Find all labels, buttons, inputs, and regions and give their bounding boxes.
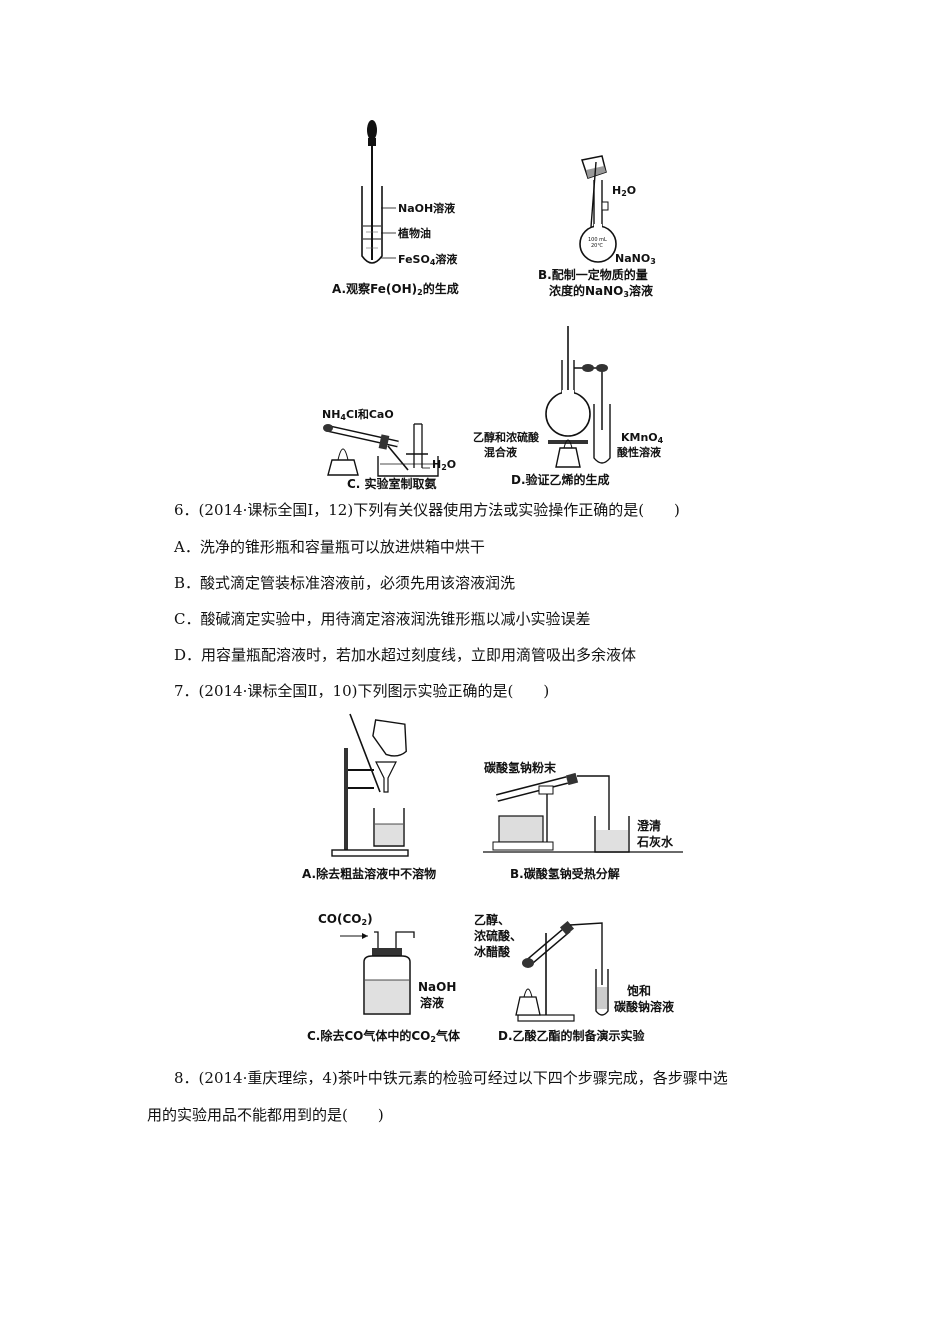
figure-d-ethylene xyxy=(540,322,640,472)
caption-figure7-a: A.除去粗盐溶液中不溶物 xyxy=(302,867,437,881)
question-6-stem: 6．(2014·课标全国Ⅰ，12)下列有关仪器使用方法或实验操作正确的是( ) xyxy=(174,501,680,519)
caption-figure-a: A.观察Fe(OH)2的生成 xyxy=(332,282,459,297)
label-water-c: H2O xyxy=(432,458,457,472)
label-vegetable-oil: 植物油 xyxy=(398,227,431,240)
label-co-co2: CO(CO2) xyxy=(318,912,373,928)
figure7-a-filtration xyxy=(330,712,430,862)
bicarbonate-heating-diagram xyxy=(483,772,683,853)
flask-marking-1: 100 mL xyxy=(588,237,607,243)
label-sodium-carbonate-solution: 碳酸钠溶液 xyxy=(614,1000,675,1014)
label-naoh-solution: NaOH溶液 xyxy=(398,202,456,215)
question-8-line1: 8．(2014·重庆理综，4)茶叶中铁元素的检验可经过以下四个步骤完成，各步骤中… xyxy=(174,1069,728,1087)
ethylene-apparatus-diagram xyxy=(545,326,611,468)
label-saturated: 饱和 xyxy=(627,984,652,998)
label-reagent-sulfuric-acid: 浓硫酸、 xyxy=(474,929,523,943)
caption-figure-c: C. 实验室制取氨 xyxy=(347,477,437,491)
question-7-stem: 7．(2014·课标全国Ⅱ，10)下列图示实验正确的是( ) xyxy=(174,682,550,700)
flask-marking-2: 20℃ xyxy=(591,243,603,249)
caption-figure-b-line1: B.配制一定物质的量 xyxy=(538,268,648,282)
label-water-b: H2O xyxy=(612,184,637,198)
label-naoh-1: NaOH xyxy=(418,980,457,994)
filtration-diagram xyxy=(331,713,409,857)
label-ethanol-sulfuric-mix-1: 乙醇和浓硫酸 xyxy=(473,431,539,444)
label-kmno4-acidic: 酸性溶液 xyxy=(617,446,661,459)
label-kmno4: KMnO4 xyxy=(621,431,664,445)
gas-washing-bottle-diagram xyxy=(340,931,415,1015)
label-bicarbonate-powder: 碳酸氢钠粉末 xyxy=(484,761,557,775)
ammonia-apparatus-diagram xyxy=(323,423,439,477)
question-6-option-d: D．用容量瓶配溶液时，若加水超过刻度线，立即用滴管吸出多余液体 xyxy=(174,646,637,664)
label-reagent-acetic-acid: 冰醋酸 xyxy=(474,945,511,959)
label-limewater-1: 澄清 xyxy=(637,819,662,833)
figure7-c-gas-washing-bottle xyxy=(318,922,428,1022)
caption-figure7-d: D.乙酸乙酯的制备演示实验 xyxy=(498,1029,645,1043)
test-tube-dropper-diagram xyxy=(361,120,396,264)
figure7-d-ethyl-acetate xyxy=(498,915,648,1023)
label-nh4cl-cao: NH4Cl和CaO xyxy=(322,408,394,422)
label-feso4-solution: FeSO4溶液 xyxy=(398,253,458,267)
question-8-line2: 用的实验用品不能都用到的是( ) xyxy=(147,1106,384,1124)
label-ethanol-sulfuric-mix-2: 混合液 xyxy=(484,446,517,459)
figure-c-ammonia xyxy=(318,420,468,480)
question-6-option-a: A．洗净的锥形瓶和容量瓶可以放进烘箱中烘干 xyxy=(174,538,485,556)
label-nano3: NaNO3 xyxy=(615,252,656,266)
ethyl-acetate-apparatus-diagram xyxy=(515,920,609,1022)
figure-b-volumetric-flask xyxy=(570,150,640,263)
question-6-option-c: C．酸碱滴定实验中，用待滴定溶液润洗锥形瓶以减小实验误差 xyxy=(174,610,591,628)
label-naoh-2: 溶液 xyxy=(420,996,445,1010)
caption-figure7-b: B.碳酸氢钠受热分解 xyxy=(510,867,620,881)
caption-figure-b-line2: 浓度的NaNO3溶液 xyxy=(549,284,653,299)
label-reagent-ethanol: 乙醇、 xyxy=(474,913,511,927)
figure7-b-bicarbonate-heating xyxy=(483,762,683,858)
caption-figure7-c: C.除去CO气体中的CO2气体 xyxy=(307,1029,460,1044)
figure-a-feoh2 xyxy=(340,118,420,278)
caption-figure-d: D.验证乙烯的生成 xyxy=(511,473,610,487)
label-limewater-2: 石灰水 xyxy=(637,835,674,849)
volumetric-flask-diagram xyxy=(579,155,617,263)
question-6-option-b: B．酸式滴定管装标准溶液前，必须先用该溶液润洗 xyxy=(174,574,516,592)
